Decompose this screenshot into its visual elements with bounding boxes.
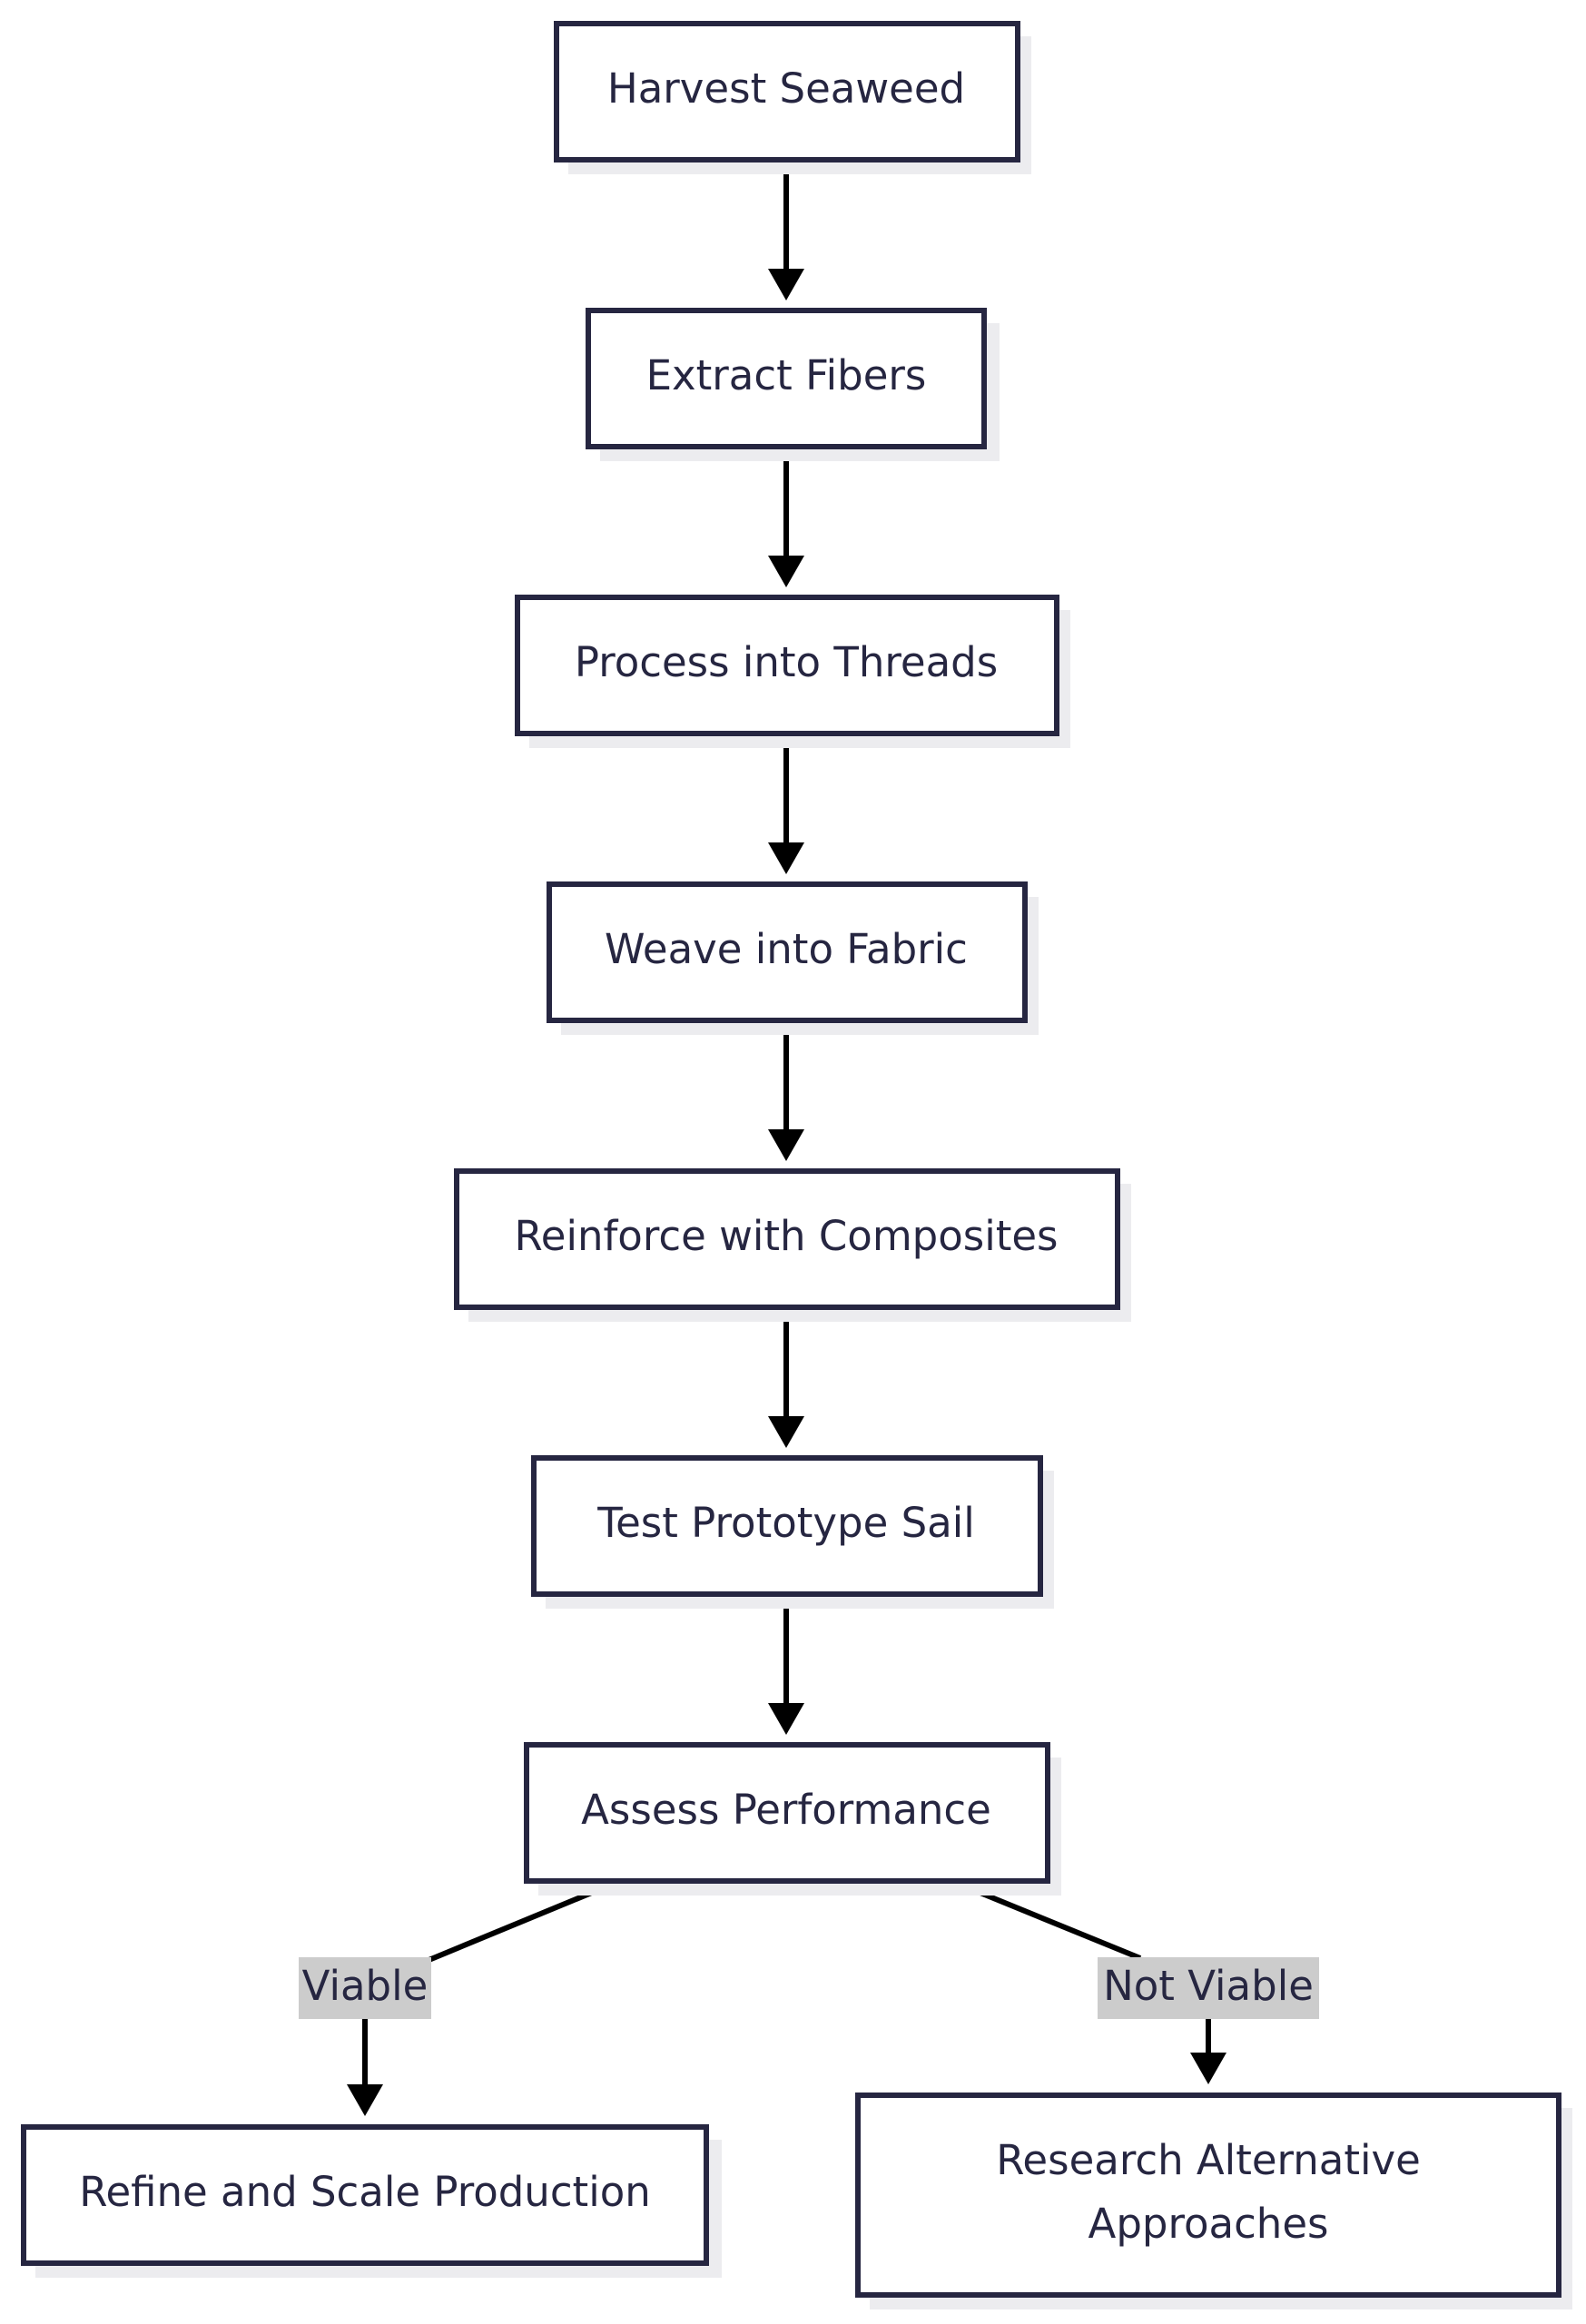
node-process-threads: Process into Threads bbox=[515, 595, 1070, 748]
node-box bbox=[524, 1742, 1050, 1884]
node-box bbox=[547, 881, 1028, 1023]
node-box bbox=[515, 595, 1059, 736]
arrowhead bbox=[768, 842, 804, 874]
edges bbox=[347, 160, 1226, 2116]
node-label: Process into Threads bbox=[575, 638, 998, 686]
edge-label-bg bbox=[1098, 1957, 1319, 2019]
node-test-prototype: Test Prototype Sail bbox=[531, 1455, 1054, 1609]
node-label: Extract Fibers bbox=[646, 351, 927, 399]
node-harvest-seaweed: Harvest Seaweed bbox=[554, 21, 1031, 174]
node-label: Reinforce with Composites bbox=[515, 1212, 1059, 1260]
node-label: Assess Performance bbox=[581, 1786, 991, 1834]
node-box bbox=[531, 1455, 1043, 1597]
node-label: Test Prototype Sail bbox=[596, 1499, 974, 1547]
node-reinforce-composites: Reinforce with Composites bbox=[454, 1168, 1131, 1322]
node-label: Harvest Seaweed bbox=[607, 64, 965, 113]
node-box bbox=[21, 2124, 709, 2266]
edge-label-bg bbox=[299, 1957, 431, 2019]
arrowhead bbox=[768, 269, 804, 300]
node-label: Refine and Scale Production bbox=[79, 2168, 651, 2216]
arrowhead bbox=[1190, 2053, 1226, 2084]
arrowhead bbox=[768, 1416, 804, 1448]
node-weave-fabric: Weave into Fabric bbox=[547, 881, 1039, 1035]
node-box bbox=[554, 21, 1020, 162]
node-label-line2: Approaches bbox=[1089, 2200, 1329, 2248]
node-label: Weave into Fabric bbox=[605, 925, 968, 973]
node-extract-fibers: Extract Fibers bbox=[586, 308, 1000, 461]
edge-label-not-viable: Not Viable bbox=[1098, 1957, 1319, 2019]
node-research-alternative: Research Alternative Approaches bbox=[855, 2093, 1572, 2309]
node-assess-performance: Assess Performance bbox=[524, 1742, 1061, 1896]
edge-label-text: Viable bbox=[302, 1962, 429, 2010]
edge-label-text: Not Viable bbox=[1103, 1962, 1314, 2010]
node-box bbox=[855, 2093, 1561, 2298]
node-label-line1: Research Alternative bbox=[996, 2136, 1421, 2184]
edge-label-viable: Viable bbox=[299, 1957, 431, 2019]
arrowhead bbox=[768, 1703, 804, 1735]
arrowhead bbox=[347, 2084, 383, 2116]
node-box bbox=[454, 1168, 1120, 1310]
node-refine-scale: Refine and Scale Production bbox=[21, 2124, 722, 2278]
node-box bbox=[586, 308, 987, 449]
arrowhead bbox=[768, 556, 804, 587]
arrowhead bbox=[768, 1129, 804, 1161]
